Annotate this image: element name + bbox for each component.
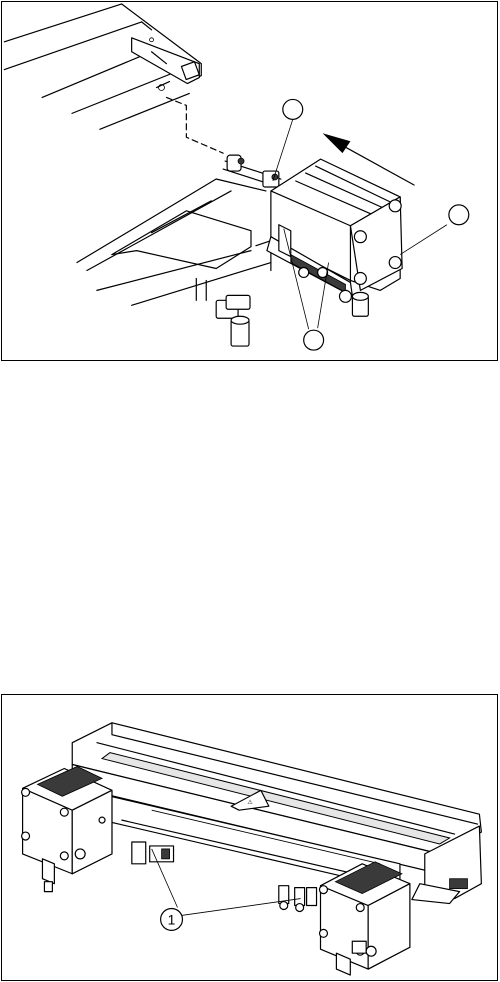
left-gripper-block (22, 766, 112, 891)
callout-1: 1 (161, 909, 183, 931)
leader-b (400, 225, 447, 255)
callout-c (304, 330, 324, 350)
callout-b (449, 205, 469, 225)
alignment-dashed-line (166, 97, 223, 153)
callout-1-label: 1 (168, 911, 176, 927)
top-figure-panel (1, 1, 498, 361)
warning-label-glyph: ⚠ (247, 799, 253, 806)
callout-a (283, 99, 303, 119)
top-figure-drawing (2, 2, 497, 360)
carrier-frame (77, 179, 271, 305)
bottom-figure-drawing: ⚠ (2, 695, 497, 980)
bottom-figure-panel: ⚠ (1, 694, 498, 981)
rail-bars (4, 4, 201, 129)
leader-a (273, 119, 293, 181)
gripper-frame: ⚠ (72, 723, 481, 904)
pneumatic-cylinder (267, 159, 402, 296)
right-gripper-block (320, 862, 410, 975)
